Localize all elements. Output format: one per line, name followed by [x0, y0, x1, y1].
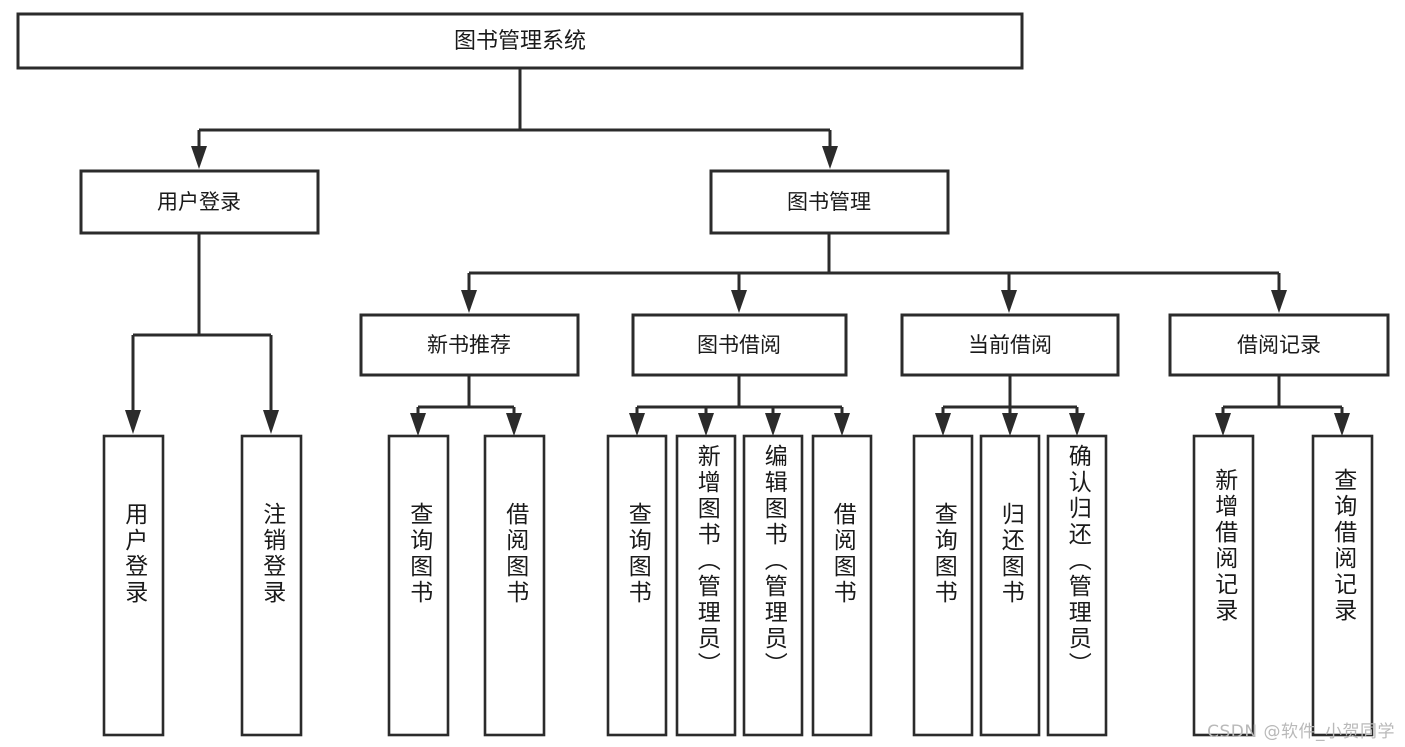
leaf-box-borrow-book-2[interactable]	[811, 434, 873, 737]
arrow-to-leaf-user-login	[125, 410, 141, 434]
root-label: 图书管理系统	[454, 29, 586, 54]
arrow-to-leaf-query-book-1	[410, 413, 426, 436]
node-book-manage[interactable]: 图书管理	[709, 169, 950, 235]
connector-book-borrow-to-leaves	[629, 375, 850, 436]
leaf-box-query-book-3[interactable]	[912, 434, 974, 737]
arrow-to-leaf-return-book	[1002, 413, 1018, 436]
leaf-box-query-book-1[interactable]	[387, 434, 450, 737]
node-new-book-recommend[interactable]: 新书推荐	[359, 313, 580, 377]
arrow-to-book-borrow	[731, 290, 747, 313]
node-current-borrow[interactable]: 当前借阅	[900, 313, 1120, 377]
connector-book-manage-to-level3	[461, 233, 1287, 313]
arrow-to-new-book-recommend	[461, 290, 477, 313]
new-book-recommend-box	[359, 313, 580, 377]
user-login-label: 用户登录	[157, 190, 241, 214]
arrow-to-leaf-query-book-3	[935, 413, 951, 436]
leaf-box-borrow-book-1[interactable]	[483, 434, 546, 737]
connector-root-to-level2	[191, 68, 838, 169]
leaf-box-add-book[interactable]	[675, 434, 737, 737]
connector-new-book-recommend-to-leaves	[410, 375, 522, 436]
node-root[interactable]: 图书管理系统	[16, 12, 1024, 70]
user-login-box	[79, 169, 320, 235]
leaf-box-add-record[interactable]	[1192, 434, 1255, 737]
current-borrow-box	[900, 313, 1120, 377]
arrow-to-leaf-borrow-book-1	[506, 413, 522, 436]
leaf-box-user-login[interactable]	[102, 434, 165, 737]
arrow-to-leaf-query-record	[1334, 413, 1350, 436]
leaf-box-return-book[interactable]	[979, 434, 1041, 737]
root-box	[16, 12, 1024, 70]
arrow-to-leaf-edit-book	[765, 413, 781, 436]
node-book-borrow[interactable]: 图书借阅	[631, 313, 848, 377]
arrow-to-borrow-record	[1271, 290, 1287, 313]
arrow-to-leaf-query-book-2	[629, 413, 645, 436]
connector-current-borrow-to-leaves	[935, 375, 1085, 436]
csdn-watermark: CSDN @软件_小贺同学	[1207, 722, 1395, 742]
arrow-to-leaf-add-record	[1215, 413, 1231, 436]
arrow-to-current-borrow	[1001, 290, 1017, 313]
arrow-to-leaf-add-book	[698, 413, 714, 436]
book-borrow-label: 图书借阅	[697, 333, 781, 357]
leaf-box-query-book-2[interactable]	[606, 434, 668, 737]
leaf-box-edit-book[interactable]	[742, 434, 804, 737]
leaf-box-query-record[interactable]	[1311, 434, 1374, 737]
book-manage-label: 图书管理	[787, 190, 871, 214]
connector-user-login-to-leaves	[125, 233, 279, 434]
arrow-to-book-manage	[822, 146, 838, 169]
arrow-to-leaf-user-logout	[263, 410, 279, 434]
node-user-login[interactable]: 用户登录	[79, 169, 320, 235]
arrow-to-user-login	[191, 146, 207, 169]
current-borrow-label: 当前借阅	[968, 333, 1052, 357]
leaf-box-confirm-return[interactable]	[1046, 434, 1108, 737]
arrow-to-leaf-borrow-book-2	[834, 413, 850, 436]
arrow-to-leaf-confirm-return	[1069, 413, 1085, 436]
leaf-box-user-logout[interactable]	[240, 434, 303, 737]
node-borrow-record[interactable]: 借阅记录	[1168, 313, 1390, 377]
new-book-recommend-label: 新书推荐	[427, 333, 511, 357]
borrow-record-label: 借阅记录	[1237, 333, 1321, 357]
connector-borrow-record-to-leaves	[1215, 375, 1350, 436]
